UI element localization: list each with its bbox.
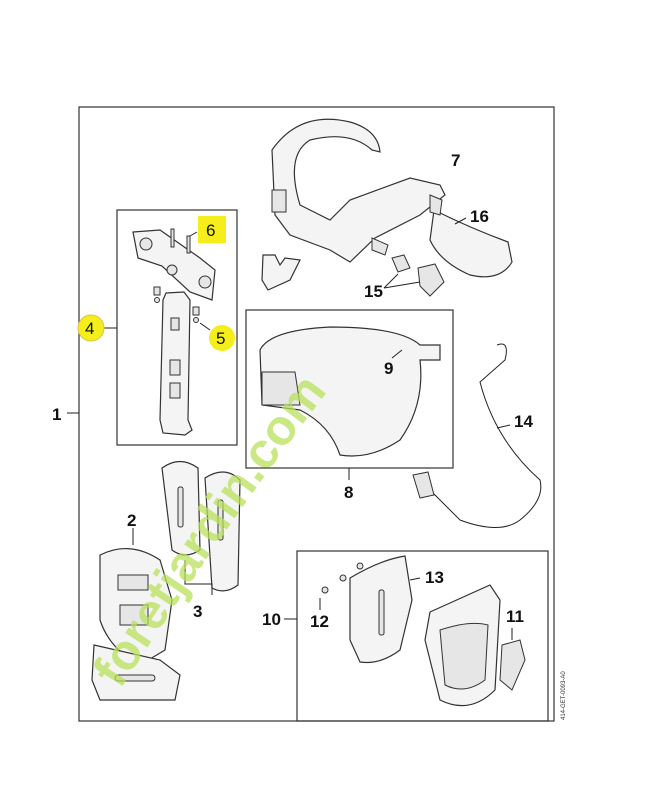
drawing-code: 414-GET-0093-A0 [561, 671, 567, 720]
highlight-4 [77, 314, 105, 342]
callout-16: 16 [470, 207, 489, 226]
callout-4: 4 [85, 319, 94, 338]
bracket-plate [132, 228, 216, 301]
shoulder-harness [261, 118, 446, 291]
callout-10: 10 [262, 610, 281, 629]
callout-9: 9 [384, 359, 393, 378]
callout-12: 12 [310, 612, 329, 631]
hip-pad [429, 194, 513, 278]
mounting-rail [153, 286, 211, 436]
back-pads [161, 460, 241, 595]
callout-7: 7 [451, 151, 460, 170]
callout-13: 13 [425, 568, 444, 587]
hip-belt [259, 326, 441, 457]
callout-15: 15 [364, 282, 383, 301]
frame-housing [424, 584, 526, 707]
callout-1: 1 [52, 405, 61, 424]
kit-10-box [296, 550, 549, 722]
back-plate [91, 528, 181, 701]
highlight-5 [209, 325, 235, 351]
callout-5: 5 [216, 329, 225, 348]
watermark: foretjardin.com [82, 364, 336, 696]
callout-2: 2 [127, 511, 136, 530]
cover-plate [349, 555, 421, 664]
buckle-set [383, 254, 445, 297]
callout-6: 6 [206, 221, 215, 240]
callout-11: 11 [506, 607, 524, 626]
screws [319, 562, 364, 610]
highlight-6 [198, 216, 226, 243]
callout-14: 14 [514, 412, 533, 431]
callout-8: 8 [344, 483, 353, 502]
callout-3: 3 [193, 602, 202, 621]
carry-strap [412, 343, 542, 528]
